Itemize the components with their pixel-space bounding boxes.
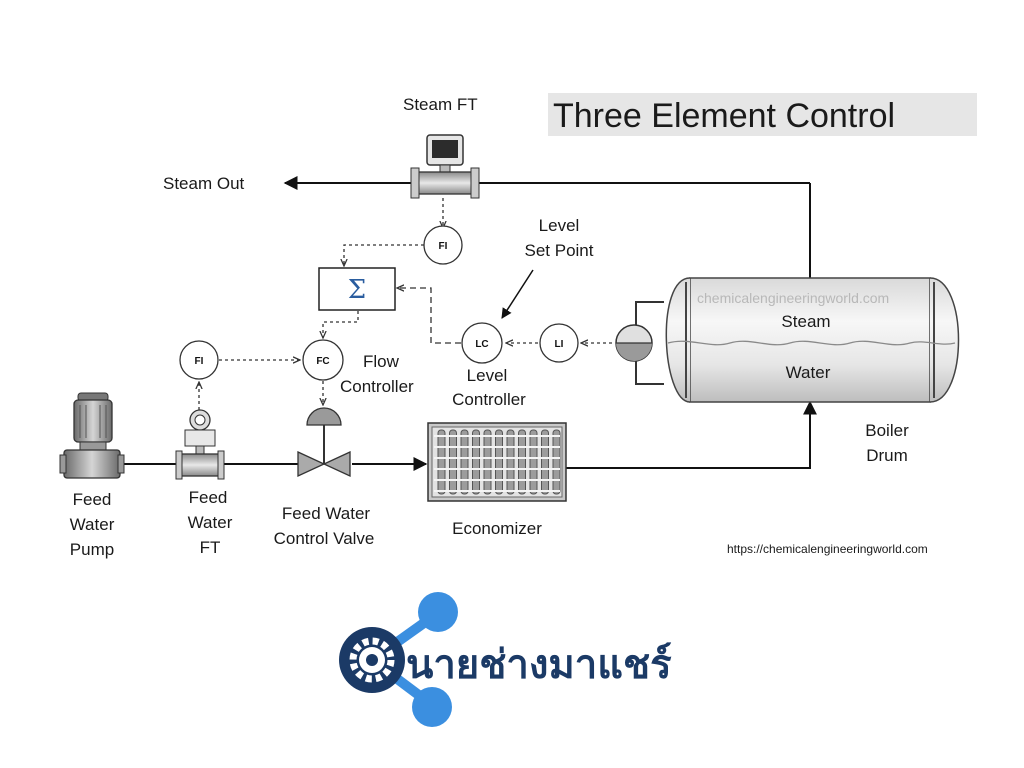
svg-text:Feed: Feed xyxy=(189,488,228,507)
economizer-to-drum-pipe xyxy=(565,400,817,469)
svg-text:Boiler: Boiler xyxy=(865,421,909,440)
svg-text:Controller: Controller xyxy=(452,390,526,409)
economizer-tube xyxy=(541,429,549,495)
svg-text:Pump: Pump xyxy=(70,540,114,559)
set-point-arrow xyxy=(501,269,534,319)
svg-text:LC: LC xyxy=(475,339,488,350)
economizer-tube xyxy=(472,429,480,495)
svg-text:Three Element Control: Three Element Control xyxy=(553,97,895,135)
economizer-tube xyxy=(495,429,503,495)
economizer-tube xyxy=(552,429,561,495)
boiler-drum-label: Boiler Drum xyxy=(865,421,909,465)
economizer-tube xyxy=(449,429,457,495)
feed-flow-indicator: FI xyxy=(179,340,219,380)
svg-text:LI: LI xyxy=(555,339,564,350)
svg-text:FC: FC xyxy=(316,356,329,367)
gear-icon xyxy=(349,637,395,683)
steam-flow-transmitter xyxy=(410,134,480,199)
summer-to-fc-signal xyxy=(323,311,359,338)
diagram-title: Three Element Control xyxy=(548,93,977,136)
feed-water-control-valve-label: Feed Water Control Valve xyxy=(274,504,375,548)
svg-text:Set Point: Set Point xyxy=(525,241,594,260)
drum-water-label: Water xyxy=(786,363,831,382)
level-set-point-label: Level Set Point xyxy=(525,216,594,260)
economizer xyxy=(427,422,567,502)
source-url: https://chemicalengineeringworld.com xyxy=(727,542,928,556)
flow-controller-label: Flow Controller xyxy=(340,352,414,396)
level-controller: LC xyxy=(461,322,503,364)
economizer-label: Economizer xyxy=(452,519,542,538)
economizer-tube xyxy=(529,429,538,495)
economizer-tube xyxy=(460,429,469,495)
svg-text:FT: FT xyxy=(200,538,221,557)
economizer-tube xyxy=(506,429,515,495)
svg-text:FI: FI xyxy=(439,241,448,252)
svg-text:Feed Water: Feed Water xyxy=(282,504,371,523)
economizer-tube xyxy=(437,429,446,495)
feed-water-pump xyxy=(59,392,125,479)
boiler-drum xyxy=(615,277,960,403)
svg-text:Level: Level xyxy=(467,366,508,385)
feed-water-flow-transmitter xyxy=(175,409,225,480)
drum-watermark: chemicalengineeringworld.com xyxy=(697,290,889,306)
svg-text:Flow: Flow xyxy=(363,352,400,371)
svg-text:Controller: Controller xyxy=(340,377,414,396)
summer-block: Σ xyxy=(318,267,396,311)
svg-text:Control Valve: Control Valve xyxy=(274,529,375,548)
svg-text:Drum: Drum xyxy=(866,446,908,465)
svg-text:Water: Water xyxy=(70,515,115,534)
svg-text:Water: Water xyxy=(188,513,233,532)
feed-water-control-valve xyxy=(297,407,351,478)
svg-text:Σ: Σ xyxy=(348,275,366,305)
economizer-tube xyxy=(483,429,492,495)
flow-controller: FC xyxy=(302,339,344,381)
drum-steam-label: Steam xyxy=(781,312,830,331)
feed-water-ft-label: Feed Water FT xyxy=(188,488,233,557)
brand-name: นายช่างมาแชร์ xyxy=(406,642,672,688)
steam-flow-indicator: FI xyxy=(423,225,463,265)
lc-to-summer-signal xyxy=(397,288,461,344)
fi-to-summer-signal xyxy=(344,244,424,266)
steam-out-label: Steam Out xyxy=(163,174,245,193)
svg-text:Feed: Feed xyxy=(73,490,112,509)
level-controller-label: Level Controller xyxy=(452,366,526,409)
brand-logo: นายช่างมาแชร์ xyxy=(339,592,672,727)
level-indicator: LI xyxy=(539,323,579,363)
svg-text:Level: Level xyxy=(539,216,580,235)
economizer-tube xyxy=(518,429,526,495)
steam-ft-label: Steam FT xyxy=(403,95,478,114)
feed-water-pump-label: Feed Water Pump xyxy=(70,490,115,559)
svg-text:FI: FI xyxy=(195,356,204,367)
